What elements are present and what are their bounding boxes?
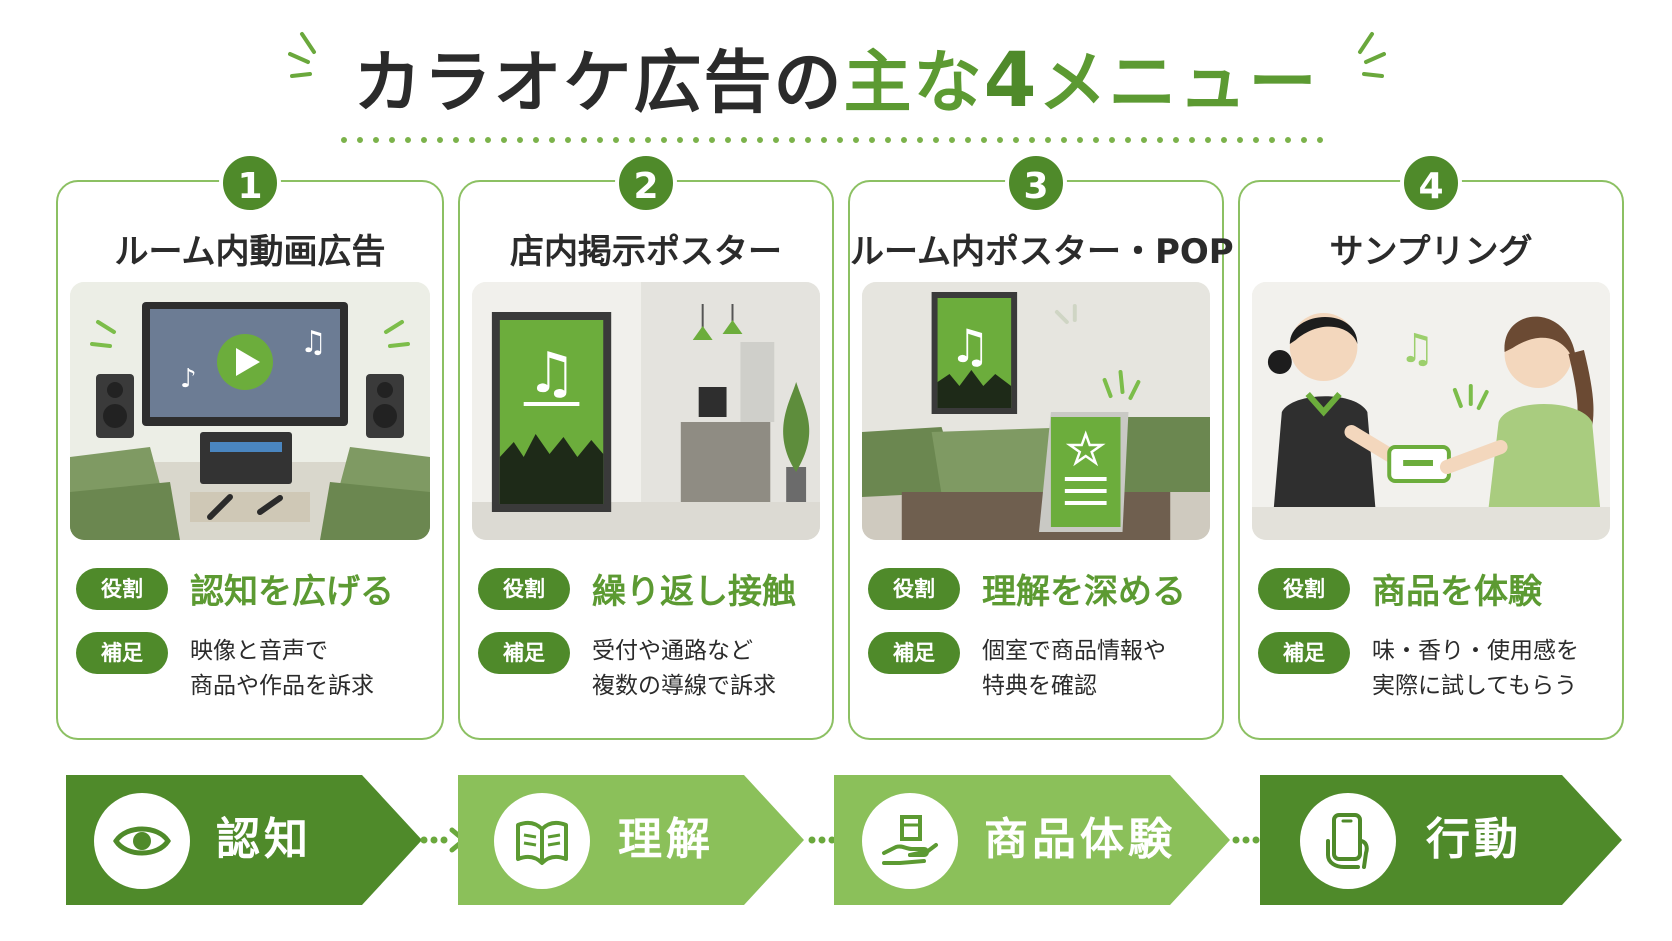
- title-part-4: メニュー: [1038, 44, 1319, 123]
- card-number-badge: 2: [615, 152, 677, 214]
- card-number-badge: 4: [1400, 152, 1462, 214]
- role-text: 理解を深める: [982, 572, 1186, 612]
- svg-text:♫: ♫: [527, 341, 577, 406]
- header: カラオケ広告の主な4メニュー: [0, 30, 1672, 130]
- note-tag: 補足: [1258, 632, 1350, 674]
- note-tag: 補足: [868, 632, 960, 674]
- card-number-badge: 3: [1005, 152, 1067, 214]
- role-row: 役割 認知を広げる: [76, 564, 432, 613]
- book-icon: [494, 793, 590, 889]
- note-row: 補足 個室で商品情報や 特典を確認: [868, 632, 1212, 704]
- flow-step-label: 行動: [1426, 814, 1522, 865]
- svg-text:♫: ♫: [949, 319, 990, 373]
- note-text: 受付や通路など 複数の導線で訴求: [592, 638, 776, 699]
- menu-card-2: 2 店内掲示ポスター ♫ 役割 繰り返し接触 補足 受付や通路など 複数の導線: [458, 152, 834, 740]
- svg-text:♫: ♫: [1399, 326, 1435, 372]
- eye-icon: [94, 793, 190, 889]
- hand-product-icon: [862, 793, 958, 889]
- customer-journey-flow: 認知 理解: [0, 775, 1672, 905]
- role-tag: 役割: [868, 567, 960, 610]
- note-text: 映像と音声で 商品や作品を訴求: [190, 638, 374, 699]
- spark-left-icon: [288, 32, 316, 78]
- title-part-3: 4: [983, 35, 1039, 124]
- room-video-illustration: ♪ ♫: [70, 282, 430, 540]
- flow-step-label: 理解: [618, 814, 714, 865]
- role-text: 認知を広げる: [190, 572, 394, 612]
- menu-card-4: 4 サンプリング ♫ 役割 商品を体: [1238, 152, 1624, 740]
- role-row: 役割 商品を体験: [1258, 564, 1612, 613]
- note-text: 個室で商品情報や 特典を確認: [982, 638, 1166, 699]
- card-title: ルーム内ポスター・POP: [850, 232, 1234, 272]
- flow-step-1: 認知: [66, 775, 422, 905]
- svg-text:♪: ♪: [180, 364, 197, 394]
- title-part-2: 主な: [843, 44, 984, 123]
- page-title: カラオケ広告の主な4メニュー: [0, 30, 1672, 134]
- phone-hand-icon: [1300, 793, 1396, 889]
- flow-step-4: 行動: [1260, 775, 1622, 905]
- sampling-illustration: ♫: [1252, 282, 1610, 540]
- store-poster-illustration: ♫: [472, 282, 820, 540]
- card-title: 店内掲示ポスター: [510, 232, 782, 272]
- role-text: 繰り返し接触: [592, 572, 796, 612]
- note-row: 補足 映像と音声で 商品や作品を訴求: [76, 632, 432, 704]
- role-row: 役割 繰り返し接触: [478, 564, 822, 613]
- card-number-badge: 1: [219, 152, 281, 214]
- role-tag: 役割: [76, 567, 168, 610]
- card-title: サンプリング: [1329, 232, 1533, 272]
- menu-card-3: 3 ルーム内ポスター・POP ♫ 役割 理解を深め: [848, 152, 1234, 740]
- spark-right-icon: [1358, 32, 1386, 78]
- flow-step-2: 理解: [458, 775, 804, 905]
- card-title: ルーム内動画広告: [114, 232, 386, 272]
- room-pop-illustration: ♫: [862, 282, 1210, 540]
- note-row: 補足 味・香り・使用感を 実際に試してもらう: [1258, 632, 1612, 704]
- role-row: 役割 理解を深める: [868, 564, 1212, 613]
- flow-step-3: 商品体験: [834, 775, 1230, 905]
- note-text: 味・香り・使用感を 実際に試してもらう: [1372, 638, 1579, 699]
- note-row: 補足 受付や通路など 複数の導線で訴求: [478, 632, 822, 704]
- note-tag: 補足: [76, 632, 168, 674]
- role-tag: 役割: [1258, 567, 1350, 610]
- title-dotted-divider: [341, 137, 1339, 143]
- flow-step-label: 認知: [216, 814, 312, 865]
- note-tag: 補足: [478, 632, 570, 674]
- role-text: 商品を体験: [1372, 572, 1542, 612]
- role-tag: 役割: [478, 567, 570, 610]
- title-part-1: カラオケ広告の: [353, 44, 844, 123]
- flow-step-label: 商品体験: [984, 814, 1176, 865]
- menu-card-1: 1 ルーム内動画広告 ♪ ♫: [56, 152, 444, 740]
- svg-text:♫: ♫: [300, 325, 327, 360]
